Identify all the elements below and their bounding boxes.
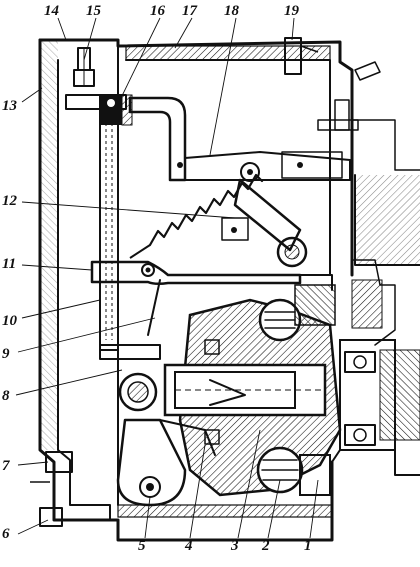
callout-label-12: 12	[2, 193, 18, 209]
callout-label-18: 18	[224, 3, 240, 19]
clutch-body	[163, 298, 342, 497]
roller	[99, 344, 161, 412]
leader-line-13	[21, 87, 43, 103]
callout-label-8: 8	[2, 388, 10, 404]
leader-line-6	[17, 519, 49, 535]
leader-line-18	[209, 17, 237, 156]
top-right-bolt	[284, 37, 381, 131]
leader-line-16	[119, 17, 161, 101]
leader-line-17	[174, 17, 193, 49]
tension-spring	[129, 173, 264, 259]
callout-label-16: 16	[150, 3, 166, 19]
lower-gear	[256, 446, 331, 496]
callout-label-9: 9	[2, 346, 10, 362]
callout-label-17: 17	[182, 3, 198, 19]
leader-line-2	[267, 479, 281, 539]
callout-label-5: 5	[138, 538, 146, 554]
leader-line-12	[21, 201, 236, 219]
callout-label-14: 14	[44, 3, 60, 19]
callout-label-19: 19	[284, 3, 300, 19]
cranked-lever	[128, 96, 351, 182]
leader-line-1	[309, 479, 319, 539]
leader-line-9	[17, 317, 156, 353]
top-bolt	[73, 47, 95, 87]
leader-line-8	[15, 369, 123, 396]
leader-line-15	[83, 17, 97, 61]
callout-label-4: 4	[184, 538, 193, 554]
callout-label-7: 7	[2, 458, 10, 474]
housing	[38, 38, 420, 542]
callout-label-1: 1	[304, 538, 312, 554]
callout-label-13: 13	[2, 98, 18, 114]
leader-line-4	[189, 444, 206, 539]
link-arm	[221, 178, 308, 268]
upper-gear	[258, 284, 336, 342]
leader-line-11	[21, 264, 93, 271]
leader-line-5	[144, 496, 151, 539]
leader-line-10	[21, 299, 101, 319]
callout-label-10: 10	[2, 313, 18, 329]
callout-label-11: 11	[2, 256, 16, 272]
callout-label-15: 15	[86, 3, 102, 19]
leader-line-3	[237, 429, 261, 539]
callout-label-2: 2	[261, 538, 270, 554]
callout-label-6: 6	[2, 526, 10, 542]
callout-label-3: 3	[230, 538, 239, 554]
leader-line-7	[17, 461, 49, 466]
leader-line-14	[57, 17, 67, 41]
leader-line-19	[291, 17, 295, 41]
bearing	[344, 351, 376, 446]
vertical-rod	[65, 94, 133, 351]
